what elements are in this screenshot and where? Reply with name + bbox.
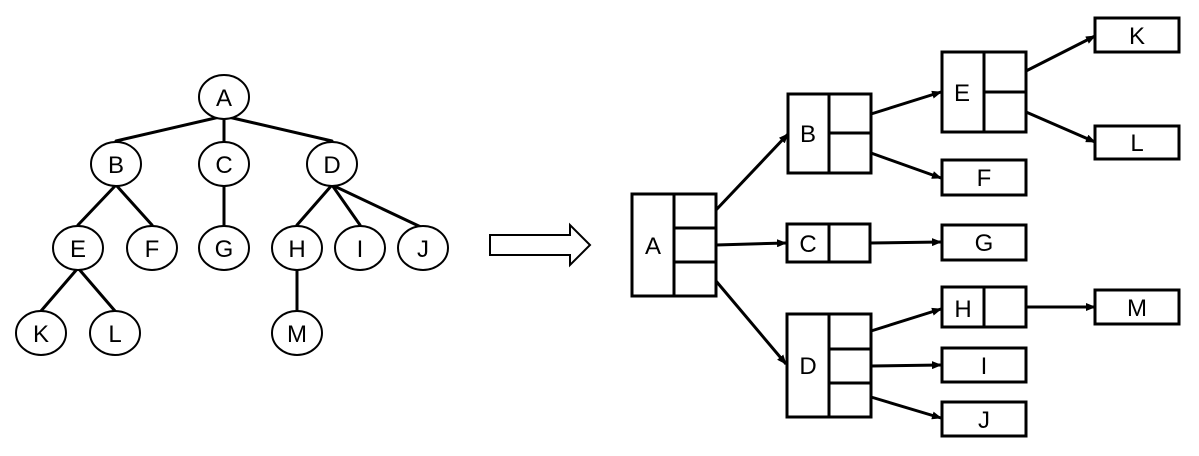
tree-node-d-label: D: [323, 152, 340, 179]
list-link-a-b: [714, 132, 790, 212]
list-link-a-c: [715, 239, 787, 248]
tree-node-b-label: B: [108, 152, 124, 179]
tree-edge-d-i: [330, 183, 362, 227]
list-node-g: G: [940, 223, 1028, 262]
list-node-b: B: [786, 92, 873, 175]
tree-node-i: I: [334, 225, 386, 271]
tree-node-a: A: [198, 74, 250, 120]
list-node-k: K: [1093, 16, 1181, 54]
list-node-j: J: [940, 400, 1028, 438]
list-node-a: A: [630, 192, 718, 298]
tree-edge-b-e: [76, 183, 118, 227]
list-node-j-label: J: [978, 407, 990, 434]
tree-node-c-label: C: [215, 152, 232, 179]
list-node-c-label: C: [799, 231, 816, 258]
tree-edge-b-f: [114, 183, 154, 227]
list-link-b-e: [870, 90, 942, 116]
list-node-l-label: L: [1130, 130, 1143, 157]
tree-node-g-label: G: [215, 236, 234, 263]
list-link-d-h: [870, 307, 942, 333]
tree-node-j-label: J: [417, 236, 429, 263]
tree-node-m-label: M: [287, 321, 307, 348]
list-node-d-label: D: [799, 353, 816, 380]
list-node-e: E: [940, 50, 1028, 134]
tree-node-k: K: [15, 310, 67, 356]
tree-node-c: C: [198, 141, 250, 187]
tree-edge-e-l: [76, 266, 117, 313]
list-node-c: C: [785, 222, 872, 264]
list-links: [714, 34, 1096, 420]
tree-edge-e-k: [39, 266, 80, 313]
list-node-h: H: [940, 285, 1028, 329]
tree-edge-a-d: [222, 114, 334, 143]
tree-node-b: B: [90, 141, 142, 187]
tree-edge-a-b: [114, 114, 226, 143]
tree-node-e-label: E: [70, 236, 86, 263]
list-link-d-i: [870, 361, 942, 370]
list-link-d-j: [870, 395, 942, 420]
list-node-m-label: M: [1127, 295, 1147, 322]
list-node-b-label: B: [800, 121, 816, 148]
list-link-a-d: [714, 280, 788, 365]
list-node-k-label: K: [1129, 23, 1145, 50]
tree-node-f: F: [126, 225, 178, 271]
list-node-m: M: [1093, 288, 1181, 326]
list-node-a-label: A: [645, 233, 661, 260]
list-link-e-l: [1025, 110, 1096, 144]
tree-node-h-label: H: [288, 236, 305, 263]
transform-arrow-icon: [489, 222, 592, 268]
tree-node-d: D: [306, 141, 358, 187]
tree-node-l-label: L: [108, 321, 121, 348]
tree-node-f-label: F: [145, 236, 160, 263]
list-node-l: L: [1093, 124, 1181, 161]
tree-node-a-label: A: [216, 85, 232, 112]
list-diagram: A B C D E: [630, 16, 1181, 438]
tree-node-j: J: [397, 225, 449, 271]
list-node-d: D: [785, 312, 873, 419]
tree-node-e: E: [52, 225, 104, 271]
tree-node-k-label: K: [33, 321, 49, 348]
tree-node-g: G: [198, 225, 250, 271]
list-node-g-label: G: [975, 230, 994, 257]
tree-diagram: A B C D E F G H: [15, 74, 449, 356]
list-node-f-label: F: [977, 165, 992, 192]
tree-node-m: M: [271, 310, 323, 356]
tree-edge-d-j: [330, 183, 425, 230]
tree-edges: [39, 114, 425, 313]
list-node-e-label: E: [954, 80, 970, 107]
list-link-c-g: [869, 238, 942, 247]
tree-node-h: H: [271, 225, 323, 271]
list-link-e-k: [1025, 34, 1096, 73]
tree-edge-d-h: [295, 183, 334, 227]
list-node-i: I: [940, 346, 1028, 384]
list-node-f: F: [940, 158, 1028, 197]
tree-node-i-label: I: [357, 236, 364, 263]
list-node-i-label: I: [981, 353, 988, 380]
tree-node-l: L: [89, 310, 141, 356]
list-node-h-label: H: [954, 296, 971, 323]
list-link-b-f: [870, 151, 942, 180]
